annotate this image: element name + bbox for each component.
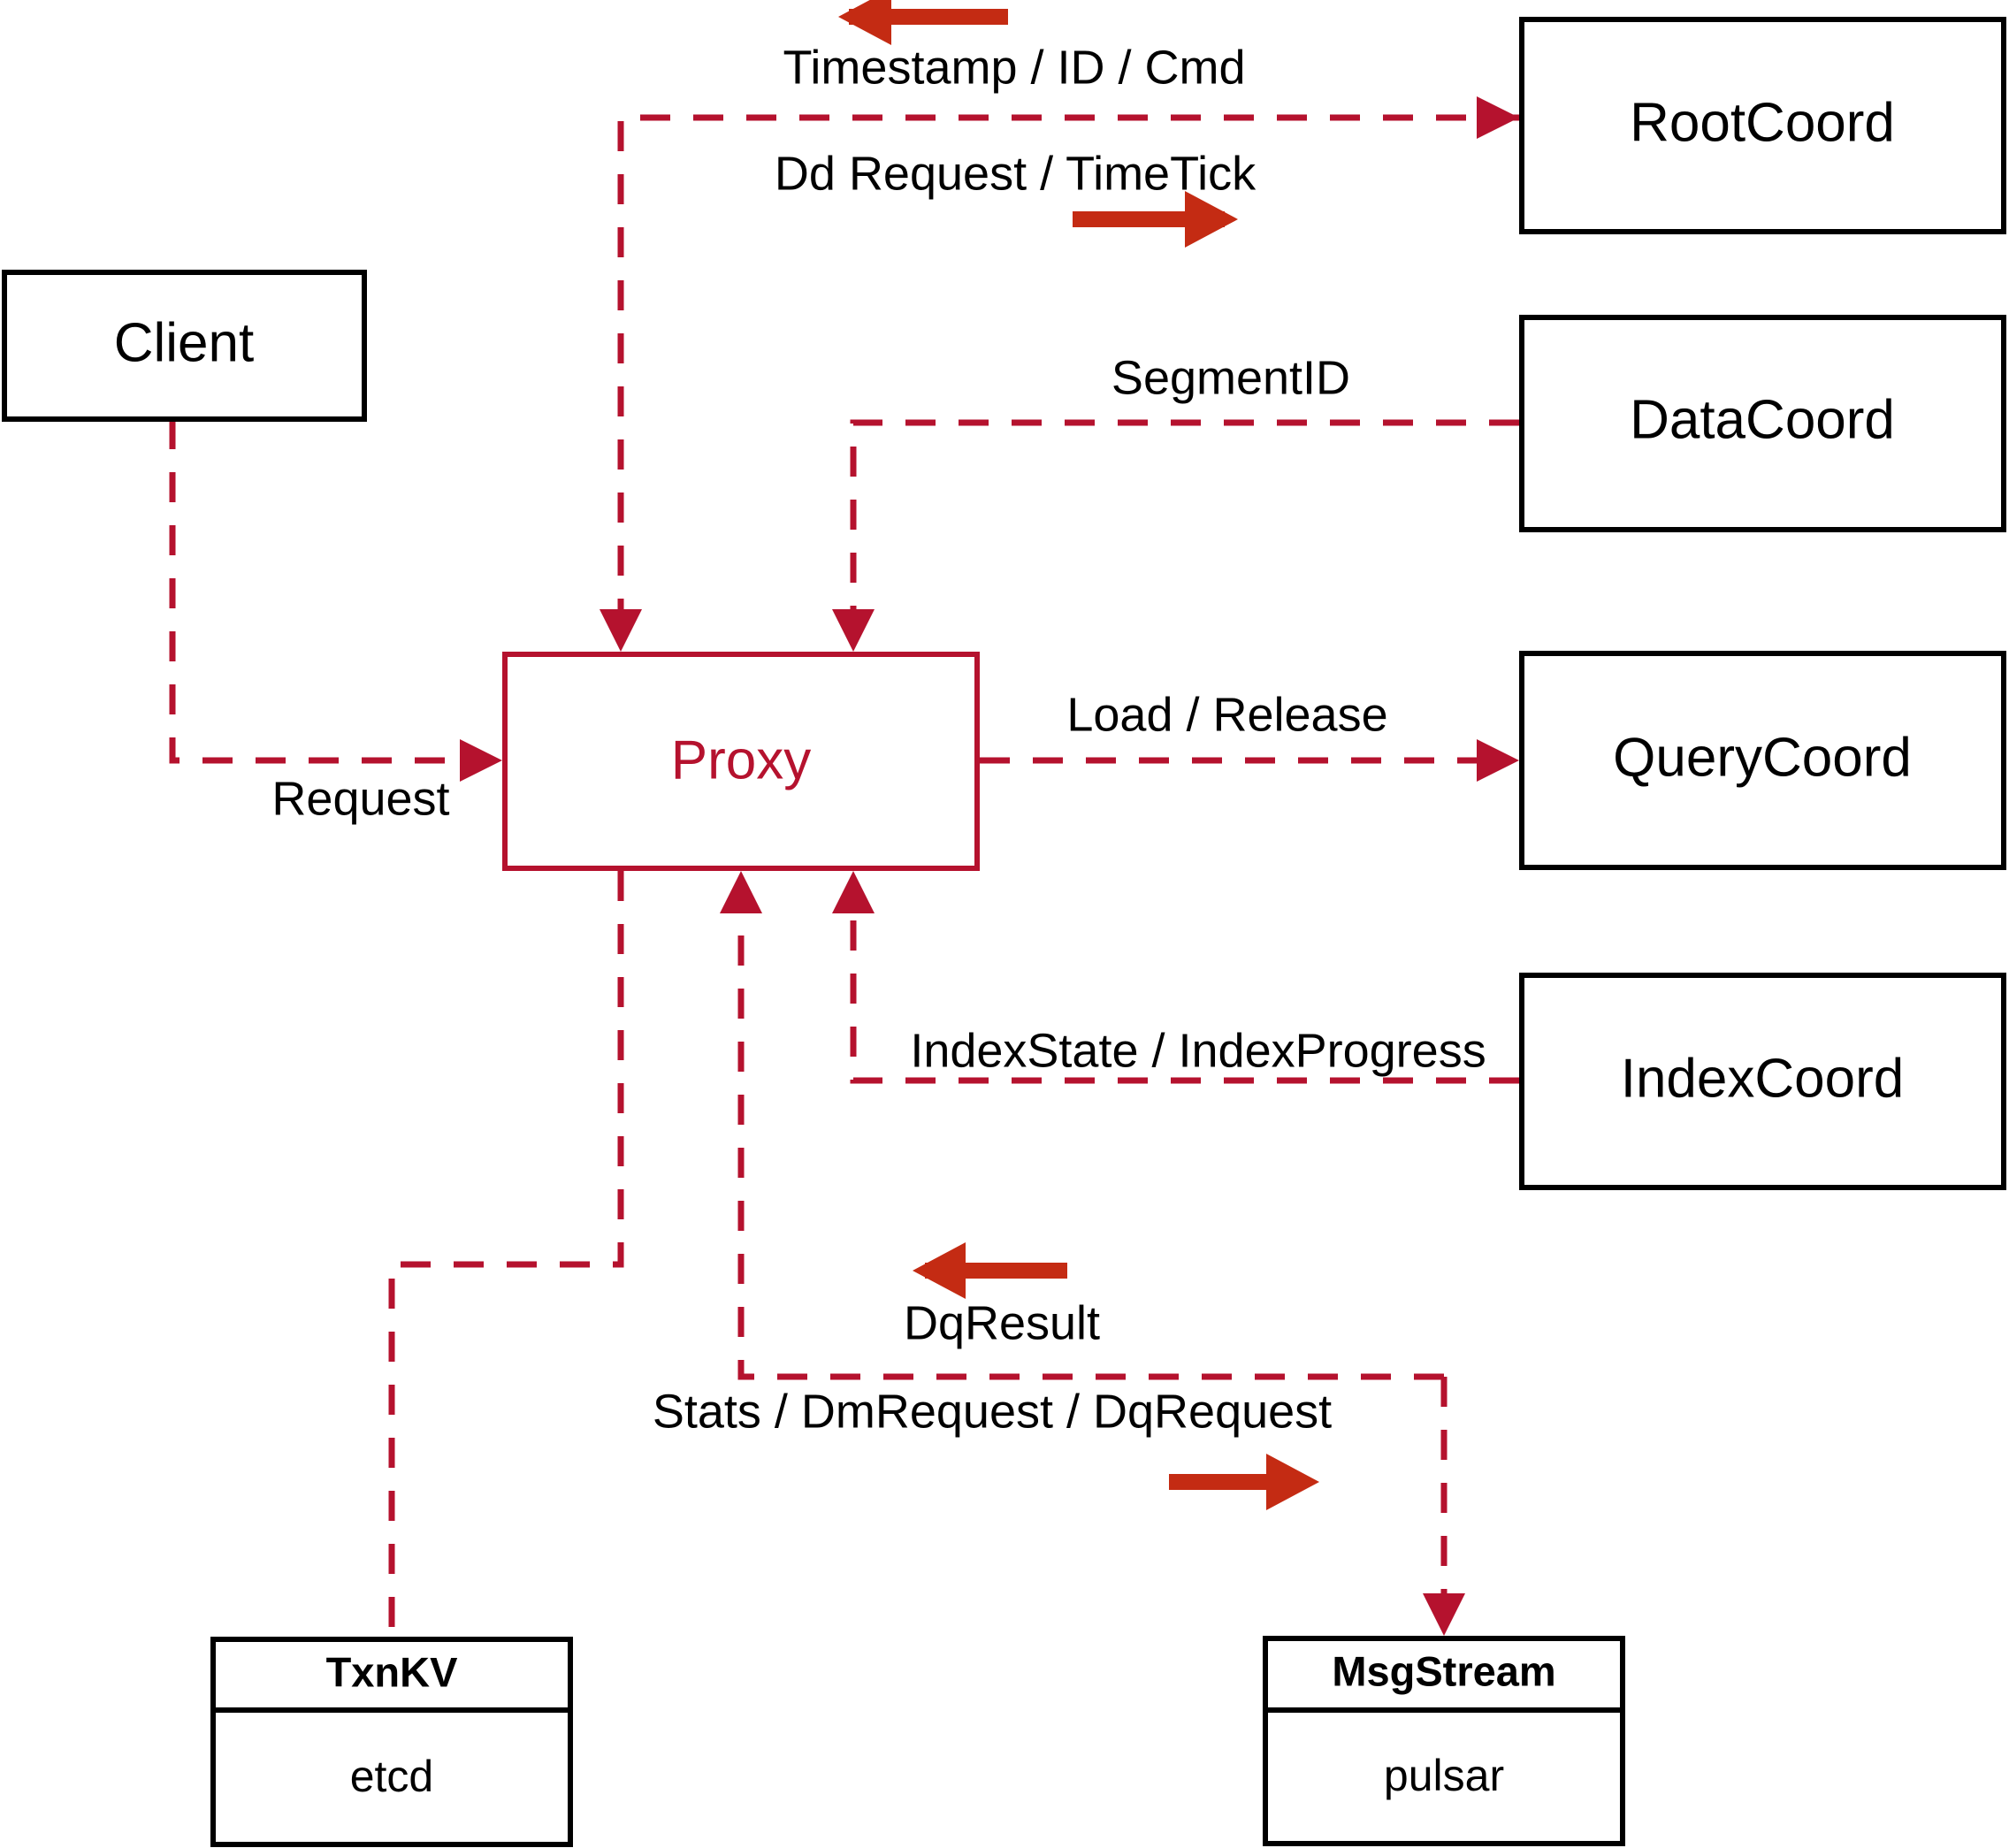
edge-label-indexcoord-state: IndexState / IndexProgress	[910, 1024, 1486, 1077]
edge-label-datacoord-segmentid: SegmentID	[1111, 351, 1350, 404]
direction-arrow-msgstream-request	[1169, 1454, 1319, 1510]
node-txnkv-impl: etcd	[350, 1752, 434, 1801]
edge-line-msgstream-result	[737, 890, 1444, 1380]
edge-label-rootcoord-response: Timestamp / ID / Cmd	[783, 41, 1245, 94]
node-txnkv-title: TxnKV	[326, 1648, 459, 1695]
edge-line-txnkv-link	[388, 871, 624, 1637]
arrowhead-querycoord-load	[1477, 739, 1519, 782]
edge-line-rootcoord-response	[617, 114, 1519, 632]
node-index-coord-label: IndexCoord	[1621, 1048, 1905, 1109]
edge-label-client-request: Request	[271, 772, 449, 825]
node-txnkv[interactable]: TxnKV etcd	[210, 1637, 573, 1847]
edge-line-datacoord-segmentid	[850, 419, 1519, 632]
edge-label-msgstream-request: Stats / DmRequest / DqRequest	[653, 1385, 1332, 1438]
node-query-coord-label: QueryCoord	[1613, 727, 1912, 788]
node-data-coord[interactable]: DataCoord	[1519, 315, 2006, 532]
node-index-coord[interactable]: IndexCoord	[1519, 973, 2006, 1190]
arrowhead-rootcoord-response	[600, 609, 642, 652]
node-msgstream-title: MsgStream	[1332, 1647, 1555, 1694]
arrowhead-client-request	[460, 739, 502, 782]
direction-arrow-rootcoord-request	[1073, 191, 1238, 248]
node-query-coord[interactable]: QueryCoord	[1519, 651, 2006, 870]
arrowhead-msgstream-result	[720, 871, 762, 913]
arrowhead-datacoord-segmentid	[832, 609, 875, 652]
node-root-coord[interactable]: RootCoord	[1519, 17, 2006, 234]
arrowhead-rootcoord-request	[1477, 96, 1519, 139]
node-client-label: Client	[114, 312, 255, 373]
direction-arrow-msgstream-result	[913, 1242, 1067, 1299]
node-msgstream-impl: pulsar	[1384, 1751, 1504, 1800]
node-root-coord-label: RootCoord	[1630, 92, 1895, 153]
arrowhead-indexcoord-state	[832, 871, 875, 913]
node-client[interactable]: Client	[2, 270, 367, 422]
edge-line-indexcoord-state	[850, 890, 1519, 1084]
node-proxy-label: Proxy	[671, 729, 811, 790]
node-msgstream[interactable]: MsgStream pulsar	[1263, 1636, 1625, 1846]
edge-label-msgstream-result: DqResult	[904, 1296, 1100, 1349]
node-proxy[interactable]: Proxy	[502, 652, 980, 871]
edge-label-rootcoord-request: Dd Request / TimeTick	[775, 147, 1257, 200]
edge-label-querycoord-load: Load / Release	[1066, 688, 1387, 741]
node-data-coord-label: DataCoord	[1630, 389, 1895, 450]
edge-line-client-request	[169, 419, 485, 764]
direction-arrow-rootcoord-response	[838, 0, 1008, 45]
arrowhead-msgstream-request	[1423, 1593, 1465, 1636]
